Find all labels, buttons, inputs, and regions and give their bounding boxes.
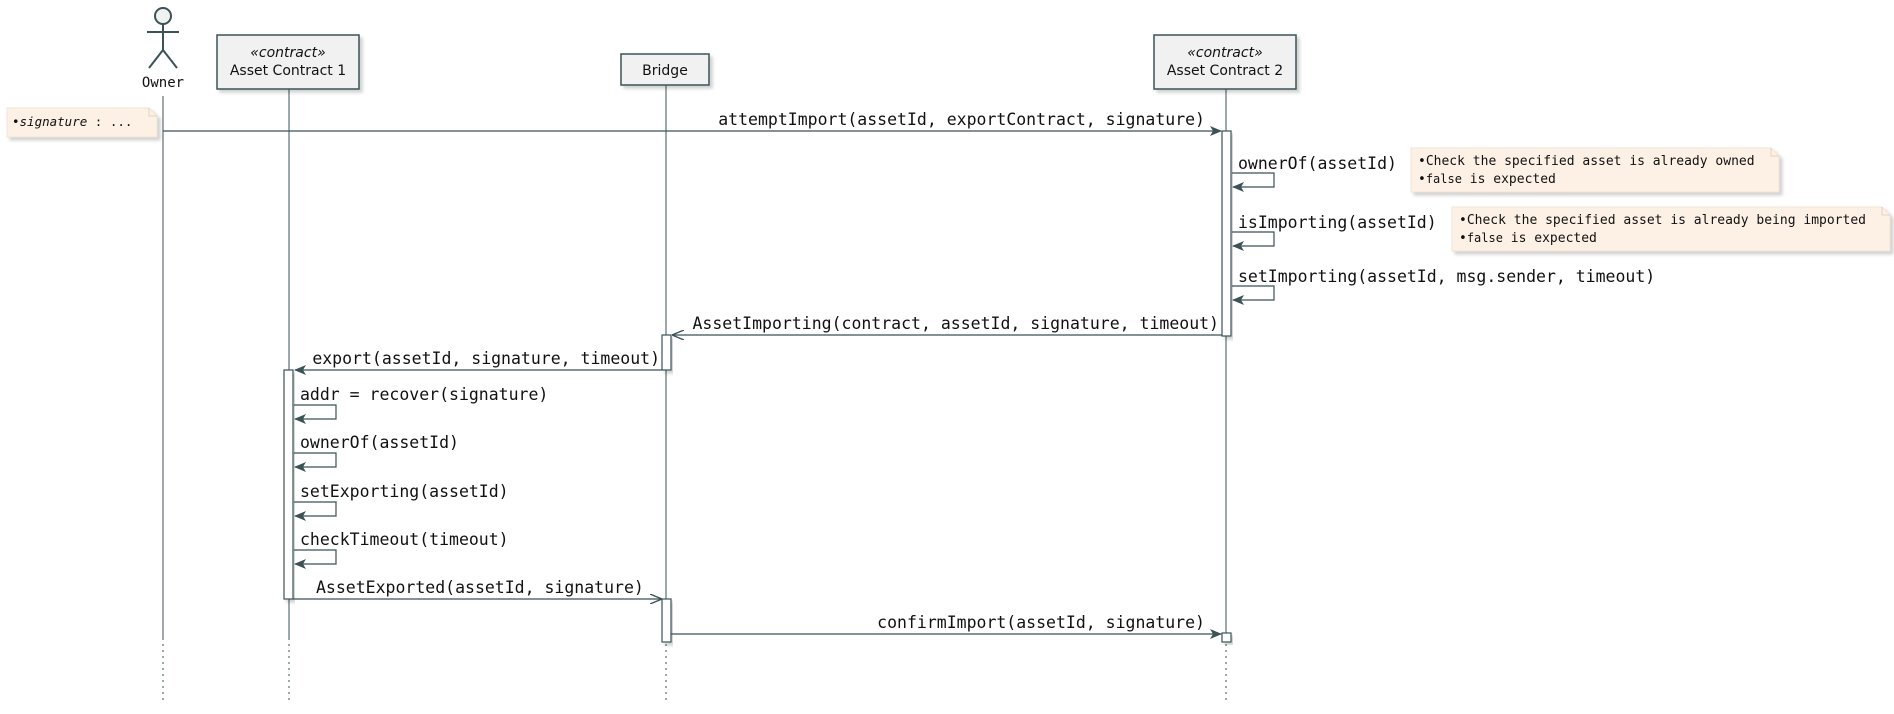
self-message-arrow	[1232, 172, 1275, 192]
message-label: export(assetId, signature, timeout)	[312, 349, 660, 368]
participant-box	[620, 53, 710, 86]
activation-bar	[1221, 130, 1232, 337]
self-message-arrow	[294, 404, 337, 424]
message-label: isImporting(assetId)	[1238, 213, 1437, 232]
actor-icon	[147, 7, 179, 69]
activation-bar	[661, 598, 672, 643]
participant-bridge: Bridge	[620, 53, 710, 86]
note-fold	[1770, 148, 1779, 157]
note-signature: •signature : ...	[6, 107, 158, 138]
participant-asset-contract-1: «contract» Asset Contract 1	[216, 34, 360, 90]
participant-stereotype: «contract»	[1187, 45, 1262, 61]
messages	[163, 126, 1275, 639]
participant-box	[1153, 34, 1297, 90]
activation-bar	[283, 369, 294, 600]
message-label: ownerOf(assetId)	[300, 433, 459, 452]
participant-box	[216, 34, 360, 90]
note-owner-check: •Check the specified asset is already ow…	[1410, 147, 1780, 193]
note-line: •Check the specified asset is already be…	[1459, 213, 1866, 228]
message-label: checkTimeout(timeout)	[300, 530, 509, 549]
participant-label: Owner	[142, 75, 184, 91]
note-shape	[1410, 147, 1780, 193]
message-label: setExporting(assetId)	[300, 482, 509, 501]
message-labels: attemptImport(assetId, exportContract, s…	[300, 110, 1655, 632]
message-label: confirmImport(assetId, signature)	[877, 613, 1205, 632]
participant-label: Asset Contract 1	[230, 63, 346, 79]
note-fold	[148, 108, 157, 117]
participant-stereotype: «contract»	[250, 45, 325, 61]
message-label: setImporting(assetId, msg.sender, timeou…	[1238, 267, 1655, 286]
note-line: •false is expected	[1459, 231, 1597, 246]
self-message-arrow	[294, 501, 337, 521]
self-message-arrow	[1232, 231, 1275, 251]
note-importing-check: •Check the specified asset is already be…	[1451, 206, 1891, 252]
participant-owner: Owner	[142, 7, 184, 91]
note-text: •signature : ...	[12, 114, 132, 129]
note-line: •false is expected	[1418, 172, 1556, 187]
message-label: attemptImport(assetId, exportContract, s…	[718, 110, 1205, 129]
self-message-arrow	[1232, 285, 1275, 305]
participant-asset-contract-2: «contract» Asset Contract 2	[1153, 34, 1297, 90]
participant-label: Bridge	[642, 63, 688, 79]
note-shape	[1451, 206, 1891, 252]
message-label: AssetImporting(contract, assetId, signat…	[693, 314, 1220, 333]
note-fold	[1881, 207, 1890, 216]
message-label: AssetExported(assetId, signature)	[316, 578, 644, 597]
message-label: ownerOf(assetId)	[1238, 154, 1397, 173]
activation-bar	[661, 334, 672, 371]
message-label: addr = recover(signature)	[300, 385, 548, 404]
self-message-arrow	[294, 549, 337, 569]
activation-bar	[1221, 632, 1232, 643]
note-shape	[6, 107, 158, 138]
self-message-arrow	[294, 452, 337, 472]
activations	[283, 130, 1232, 643]
note-line: •Check the specified asset is already ow…	[1418, 154, 1755, 169]
participant-label: Asset Contract 2	[1167, 63, 1283, 79]
